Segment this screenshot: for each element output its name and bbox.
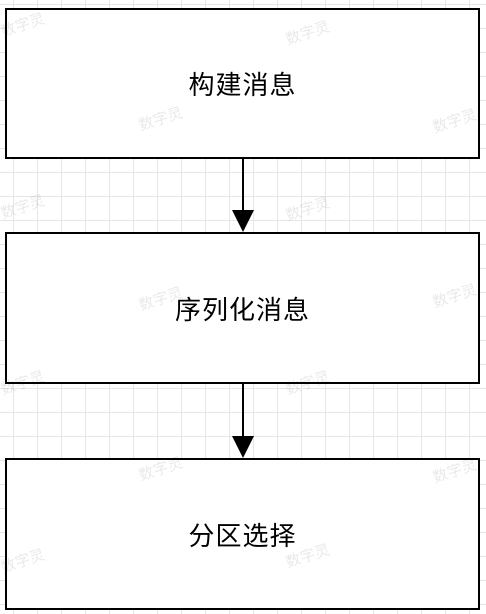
step-partition-select-box: 分区选择 [5, 458, 480, 610]
arrow-head [232, 210, 254, 232]
step-label: 构建消息 [188, 71, 297, 101]
step-build-message-box: 构建消息 [5, 8, 480, 159]
arrow-1-to-2 [232, 159, 254, 232]
step-label: 分区选择 [188, 521, 297, 552]
arrow-2-to-3 [232, 384, 254, 458]
step-serialize-message-box: 序列化消息 [5, 232, 480, 384]
arrow-head [232, 436, 254, 458]
step-label: 序列化消息 [174, 295, 310, 326]
